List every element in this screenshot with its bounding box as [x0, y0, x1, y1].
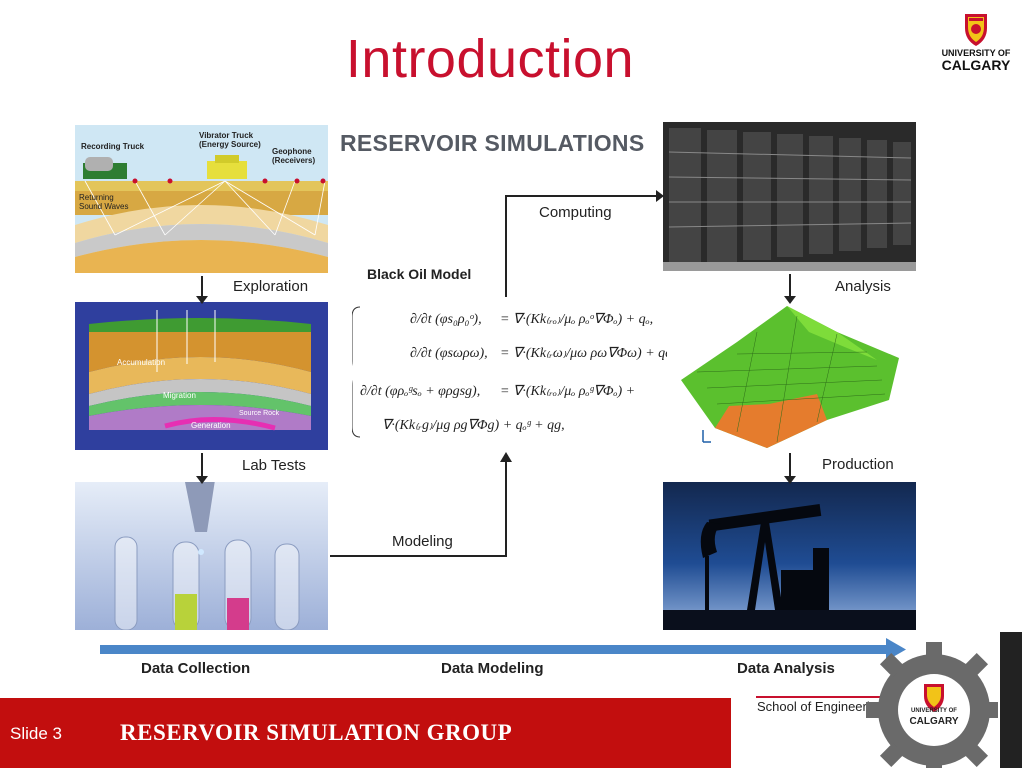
- footer-bar: [0, 698, 731, 768]
- svg-text:= ∇·(Kk₍ᵣₒ₎/μₒ ρₒᵍ∇Φₒ) +: = ∇·(Kk₍ᵣₒ₎/μₒ ρₒᵍ∇Φₒ) +: [500, 384, 635, 399]
- logo-line-2: CALGARY: [941, 57, 1011, 73]
- flow-arrows: [196, 190, 796, 557]
- diagram-title: RESERVOIR SIMULATIONS: [340, 130, 645, 156]
- crest-icon: [965, 14, 987, 46]
- black-oil-model-equations: ∂/∂t (φs₀ρ₀ᵒ), = ∇·(Kk₍ᵣₒ₎/μₒ ρₒᵒ∇Φₒ) + …: [344, 303, 679, 441]
- surface-analysis-image: [677, 302, 902, 450]
- svg-text:= ∇·(Kk₍ᵣₒ₎/μₒ ρₒᵒ∇Φₒ) + qₒ,: = ∇·(Kk₍ᵣₒ₎/μₒ ρₒᵒ∇Φₒ) + qₒ,: [500, 312, 653, 327]
- gear-logo-line-2: CALGARY: [909, 716, 959, 727]
- modeling-label: Modeling: [392, 533, 453, 550]
- phase-data-collection: Data Collection: [141, 660, 251, 677]
- receivers-label: (Receivers): [272, 156, 316, 165]
- returning-waves-label-2: Sound Waves: [79, 202, 129, 211]
- accumulation-label: Accumulation: [117, 358, 166, 367]
- gear-logo-line-1: UNIVERSITY OF: [911, 708, 957, 714]
- computing-label: Computing: [539, 204, 612, 221]
- migration-label: Migration: [163, 391, 196, 400]
- group-name: RESERVOIR SIMULATION GROUP: [120, 720, 513, 745]
- energy-source-label: (Energy Source): [199, 140, 261, 149]
- logo-line-1: UNIVERSITY OF: [941, 48, 1011, 58]
- slide-title: Introduction: [345, 29, 635, 89]
- svg-text:∂/∂t (φs₀ρ₀ᵒ),: ∂/∂t (φs₀ρ₀ᵒ),: [410, 312, 482, 327]
- recording-truck-label: Recording Truck: [81, 142, 145, 151]
- school-divider: [756, 696, 882, 698]
- gear-icon: [866, 632, 1022, 768]
- lab-test-tubes-image: [75, 482, 328, 630]
- analysis-label: Analysis: [835, 278, 891, 295]
- school-of-engineering: School of Engineering: [757, 699, 885, 714]
- svg-text:∇·(Kk₍ᵣg₎/μg ρg∇Φg) + qₒᵍ + qg: ∇·(Kk₍ᵣg₎/μg ρg∇Φg) + qₒᵍ + qg,: [382, 418, 565, 433]
- reservoir-cross-section-image: Accumulation Migration Generation Source…: [75, 302, 328, 450]
- black-oil-model-label: Black Oil Model: [367, 266, 472, 282]
- exploration-label: Exploration: [233, 278, 309, 295]
- production-label: Production: [822, 456, 894, 473]
- returning-waves-label-1: Returning: [79, 193, 114, 202]
- generation-label: Generation: [191, 421, 231, 430]
- pumpjack-image: [663, 482, 916, 630]
- svg-text:= ∇·(Kk₍ᵣω₎/μω ρω∇Φω) + qω,: = ∇·(Kk₍ᵣω₎/μω ρω∇Φω) + qω,: [500, 346, 667, 361]
- source-rock-label: Source Rock: [239, 410, 280, 417]
- seismic-survey-image: Recording Truck Vibrator Truck (Energy S…: [75, 125, 328, 273]
- geophone-label: Geophone: [272, 147, 312, 156]
- engineering-gear-logo: UNIVERSITY OF CALGARY: [864, 632, 1024, 768]
- phase-data-analysis: Data Analysis: [737, 660, 835, 677]
- lab-tests-label: Lab Tests: [242, 457, 306, 474]
- svg-text:∂/∂t (φsωρω),: ∂/∂t (φsωρω),: [410, 346, 488, 361]
- server-room-image: [663, 122, 916, 271]
- svg-text:∂/∂t (φρₒᵍsₒ + φρgsg),: ∂/∂t (φρₒᵍsₒ + φρgsg),: [360, 384, 480, 399]
- timeline-arrow: [100, 638, 906, 661]
- phase-data-modeling: Data Modeling: [441, 660, 544, 677]
- university-logo: UNIVERSITY OF CALGARY: [936, 12, 1016, 74]
- vibrator-truck-label: Vibrator Truck: [199, 131, 254, 140]
- slide-number: Slide 3: [10, 724, 62, 743]
